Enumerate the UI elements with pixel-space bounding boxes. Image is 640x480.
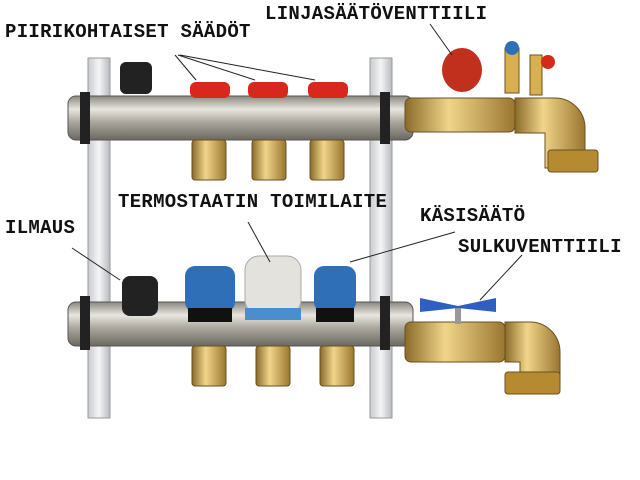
leader-lines <box>71 23 523 301</box>
shutoff-valve <box>404 298 561 395</box>
return-manifold <box>67 255 414 387</box>
manual-knob <box>185 266 235 312</box>
label-shutoff-valve: SULKUVENTTIILI <box>458 236 622 258</box>
supply-manifold <box>67 62 414 181</box>
air-vent-bottom <box>122 276 158 316</box>
red-adjusters <box>190 82 348 98</box>
label-air-vent: ILMAUS <box>5 217 76 239</box>
thermostatic-actuator <box>244 255 302 315</box>
label-circuit-adjusters: PIIRIKOHTAISET SÄÄDÖT <box>5 21 251 43</box>
label-thermostatic-actuator: TERMOSTAATIN TOIMILAITE <box>118 191 388 213</box>
label-manual-adjust: KÄSISÄÄTÖ <box>420 205 526 227</box>
balancing-valve <box>404 41 599 173</box>
manual-knob <box>314 266 356 312</box>
label-balancing-valve: LINJASÄÄTÖVENTTIILI <box>265 3 488 25</box>
air-vent-top <box>120 62 152 94</box>
